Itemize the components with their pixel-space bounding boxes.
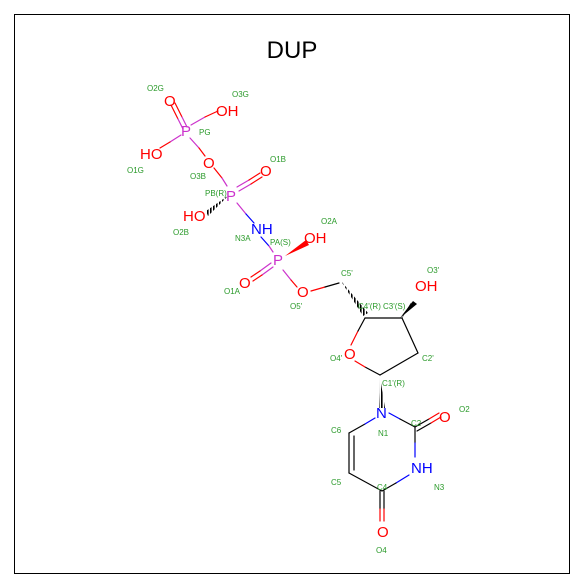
- label-o1a: O1A: [224, 287, 241, 296]
- atom-o-ring: O: [344, 346, 356, 363]
- label-n1: N1: [378, 429, 389, 438]
- atom-o5-prime: O: [297, 284, 309, 301]
- label-c6: C6: [331, 426, 342, 435]
- atom-o-pg-double: O: [164, 93, 176, 110]
- label-c1r: C1'(R): [382, 379, 405, 388]
- diagram-frame: DUP: [14, 14, 570, 574]
- atom-ho-pb: HO: [183, 208, 206, 225]
- label-c4: C4: [377, 483, 388, 492]
- atom-n1: N: [376, 405, 387, 422]
- bonds: [159, 102, 442, 522]
- molecule-title: DUP: [266, 37, 318, 64]
- label-c3s: C3'(S): [383, 302, 406, 311]
- label-c5: C5: [331, 478, 342, 487]
- atom-o-c4: O: [377, 524, 389, 541]
- label-o2: O2: [459, 405, 470, 414]
- label-pas: PA(S): [270, 238, 291, 247]
- atom-nh-bridge: NH: [251, 221, 273, 238]
- label-o5p: O5': [290, 302, 303, 311]
- atom-symbols: O OH HO P O P O HO NH P OH O O OH O N O …: [140, 93, 451, 541]
- atom-o-pa-double: O: [239, 275, 251, 292]
- label-pg: PG: [199, 128, 211, 137]
- label-o2a: O2A: [321, 217, 338, 226]
- label-o4: O4: [376, 546, 387, 555]
- label-c5p: C5': [341, 269, 353, 278]
- label-o2b: O2B: [173, 228, 189, 237]
- atom-p-gamma: P: [181, 123, 191, 140]
- label-o3g: O3G: [232, 90, 249, 99]
- stereo-bonds: [206, 195, 417, 408]
- atom-oh-pg: OH: [216, 103, 239, 120]
- atom-p-beta: P: [226, 188, 236, 205]
- label-o3b: O3B: [190, 172, 206, 181]
- atom-o-bridge-gb: O: [203, 155, 215, 172]
- atom-labels: O2G O3G PG O1G O3B O1B PB(R) O2B N3A PA(…: [127, 84, 470, 555]
- label-o1b: O1B: [270, 155, 286, 164]
- atom-oh-3-prime: OH: [415, 278, 438, 295]
- label-o3p: O3': [427, 266, 440, 275]
- label-o2g: O2G: [147, 84, 164, 93]
- atom-oh-pa: OH: [304, 230, 327, 247]
- label-o1g: O1G: [127, 166, 144, 175]
- atom-ho-pg: HO: [140, 146, 163, 163]
- molecule-structure: O OH HO P O P O HO NH P OH O O OH O N O …: [127, 84, 470, 555]
- atom-o-c2: O: [439, 409, 451, 426]
- label-n3: N3: [434, 483, 445, 492]
- atom-nh-n3: NH: [411, 460, 433, 477]
- atom-p-alpha: P: [273, 252, 283, 269]
- atom-o-pb-double: O: [260, 163, 272, 180]
- label-c2p: C2': [422, 354, 434, 363]
- label-n3a: N3A: [235, 234, 251, 243]
- label-o4p: O4': [330, 354, 343, 363]
- label-c4r: C4'(R): [358, 302, 381, 311]
- label-pbr: PB(R): [205, 189, 227, 198]
- label-c2: C2: [411, 419, 422, 428]
